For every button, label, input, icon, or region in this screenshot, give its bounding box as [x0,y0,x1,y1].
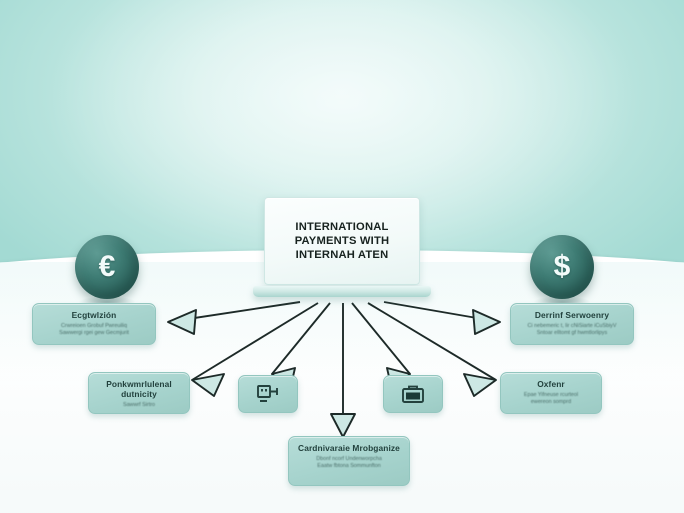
node-cross-border-subtext: Dbonf ncorf Undenworpcha Eaatw fbtona So… [297,456,401,470]
node-institutional[interactable]: Ponkwmrlulenal dutnicity Sawwrf Sirtro [88,372,190,414]
node-other[interactable]: Oxfenr Epae Yifneuse rcurteol ewereon so… [500,372,602,414]
node-other-title: Oxfenr [537,379,565,389]
node-regulation[interactable]: Ecgtwlzión Crwreioen Grobuf Pwreuiliq Sa… [32,303,156,345]
plug-device-icon [239,376,297,412]
screen-headline: INTERNATIONAL PAYMENTS WITH INTERNAH ATE… [295,220,390,262]
node-bank-sub-2: Sntoar elltomt gf hwmtlorlipys [536,330,608,337]
laptop-base [253,286,431,297]
laptop-screen: INTERNATIONAL PAYMENTS WITH INTERNAH ATE… [264,197,420,285]
euro-coin: € [75,235,139,308]
dollar-coin: $ [530,235,594,308]
screen-line-3: INTERNAH ATEN [295,249,389,262]
node-institutional-title: Ponkwmrlulenal dutnicity [106,379,172,400]
briefcase-icon [384,376,442,412]
screen-line-2: PAYMENTS WITH [294,234,390,247]
node-bank-supervisory[interactable]: Derrinf Serwoenry Ci nebemeric t, lir cN… [510,303,634,345]
node-cross-border-sub-1: Dbonf ncorf Undenworpcha [316,456,382,463]
node-cross-border-title: Cardnivaraie Mrobganize [298,443,400,453]
node-other-sub-2: ewereon somprd [530,399,572,406]
node-regulation-sub-1: Crwreioen Grobuf Pwreuiliq [61,323,127,330]
node-regulation-sub-2: Sawwergi rgei gew Gecmjurit [59,330,129,337]
node-other-subtext: Epae Yifneuse rcurteol ewereon somprd [509,392,593,406]
node-cross-border-sub-2: Eaatw fbtona Sommunfton [317,463,381,470]
node-regulation-subtext: Crwreioen Grobuf Pwreuiliq Sawwergi rgei… [41,323,147,337]
node-regulation-title: Ecgtwlzión [71,310,117,320]
node-other-sub-1: Epae Yifneuse rcurteol [523,392,579,399]
node-institutional-subtext: Sawwrf Sirtro [97,402,181,409]
screen-line-1: INTERNATIONAL [295,220,389,233]
node-bank-sub-1: Ci nebemeric t, lir cNiSiarte iCuSbiyV [527,323,617,330]
node-cross-border[interactable]: Cardnivaraie Mrobganize Dbonf ncorf Unde… [288,436,410,486]
node-bank-subtext: Ci nebemeric t, lir cNiSiarte iCuSbiyV S… [519,323,625,337]
node-briefcase[interactable] [383,375,443,413]
node-device[interactable] [238,375,298,413]
laptop: INTERNATIONAL PAYMENTS WITH INTERNAH ATE… [253,197,431,297]
node-bank-title: Derrinf Serwoenry [534,310,610,320]
euro-symbol: € [98,250,116,283]
dollar-symbol: $ [553,250,571,283]
node-institutional-sub-1: Sawwrf Sirtro [122,402,156,409]
